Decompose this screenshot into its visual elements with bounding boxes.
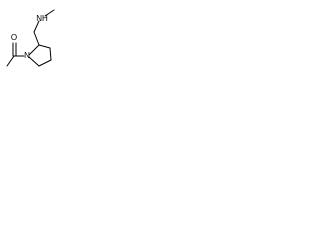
bond-nh-ch2 bbox=[33, 20, 40, 33]
ring-nitrogen-label: N bbox=[24, 51, 30, 60]
structure-canvas: O N NH bbox=[0, 0, 73, 89]
bond-nh-methyl bbox=[44, 9, 55, 17]
chemical-structure-svg: O N NH bbox=[6, 9, 55, 67]
bond-ring-c4-c5 bbox=[38, 59, 52, 67]
bond-ch2-ring-c2 bbox=[33, 31, 40, 46]
bond-ring-n-c2 bbox=[28, 44, 40, 56]
amine-nitrogen-label: NH bbox=[36, 14, 48, 23]
oxygen-label: O bbox=[11, 33, 17, 42]
bond-ring-c3-c4 bbox=[49, 47, 52, 61]
bond-ring-c5-n bbox=[28, 56, 40, 67]
bond-ring-c2-c3 bbox=[38, 44, 51, 49]
bond-carbonyl-methyl bbox=[6, 55, 15, 67]
